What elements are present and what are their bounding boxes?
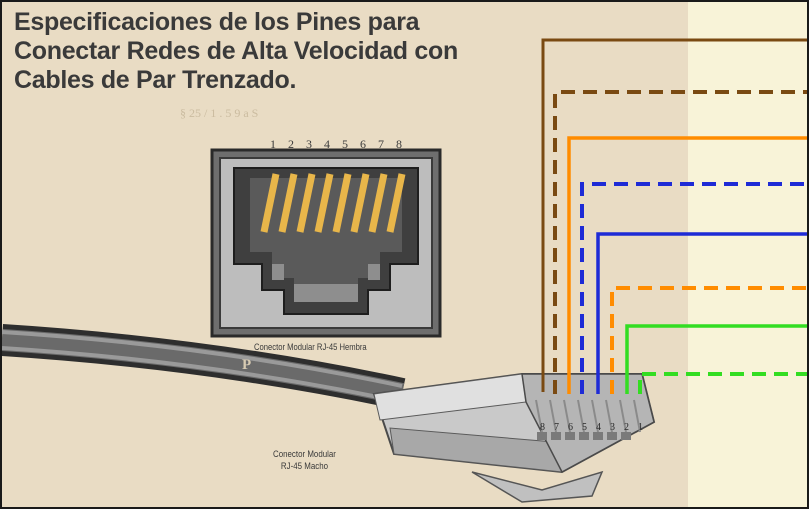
female-pin-number: 5 (342, 137, 348, 151)
network-cable (2, 324, 406, 410)
wire-green (625, 324, 807, 394)
male-label-line-1: Conector Modular (272, 449, 336, 459)
male-pin-number: 1 (638, 422, 643, 433)
wire-orange (567, 136, 807, 394)
page-title: Especificaciones de los Pines para Conec… (14, 8, 574, 95)
female-pin-number: 6 (360, 137, 366, 151)
wire-brown-white (553, 90, 807, 394)
male-pin-number: 8 (540, 422, 545, 433)
male-pin-number: 2 (624, 422, 629, 433)
female-connector-label: Conector Modular RJ-45 Hembra (254, 342, 367, 352)
female-pin-number: 3 (306, 137, 312, 151)
title-line-1: Especificaciones de los Pines para (14, 8, 420, 36)
male-pin-number: 7 (554, 422, 559, 433)
wire-blue (596, 232, 807, 394)
female-pin-number: 4 (324, 137, 330, 151)
jack-gold-contacts (260, 173, 406, 233)
title-line-2: Conectar Redes de Alta Velocidad con (14, 37, 458, 65)
rj45-male-plug (372, 373, 656, 503)
male-pin-number: 6 (568, 422, 573, 433)
male-label-line-2: RJ-45 Macho (280, 461, 329, 471)
male-connector-label: Conector Modular RJ-45 Macho (264, 448, 345, 472)
title-line-3: Cables de Par Trenzado. (14, 66, 297, 94)
male-pin-number: 3 (610, 422, 615, 433)
right-background-strip (688, 2, 807, 507)
wire-blue-white (580, 182, 807, 394)
wires-layer (541, 38, 807, 394)
wire-orange-white (610, 286, 807, 394)
wire-green-white (638, 372, 807, 394)
faded-background-text: P (242, 357, 252, 373)
male-pin-number: 4 (596, 422, 601, 433)
female-pin-number: 1 (270, 137, 276, 151)
wire-brown (541, 38, 807, 392)
faded-background-text: § 25 / 1 . 5 9 a S (180, 106, 259, 120)
female-pin-number: 7 (378, 137, 384, 151)
female-pin-number: 2 (288, 137, 294, 151)
female-pin-number: 8 (396, 137, 402, 151)
male-pin-number: 5 (582, 422, 587, 433)
